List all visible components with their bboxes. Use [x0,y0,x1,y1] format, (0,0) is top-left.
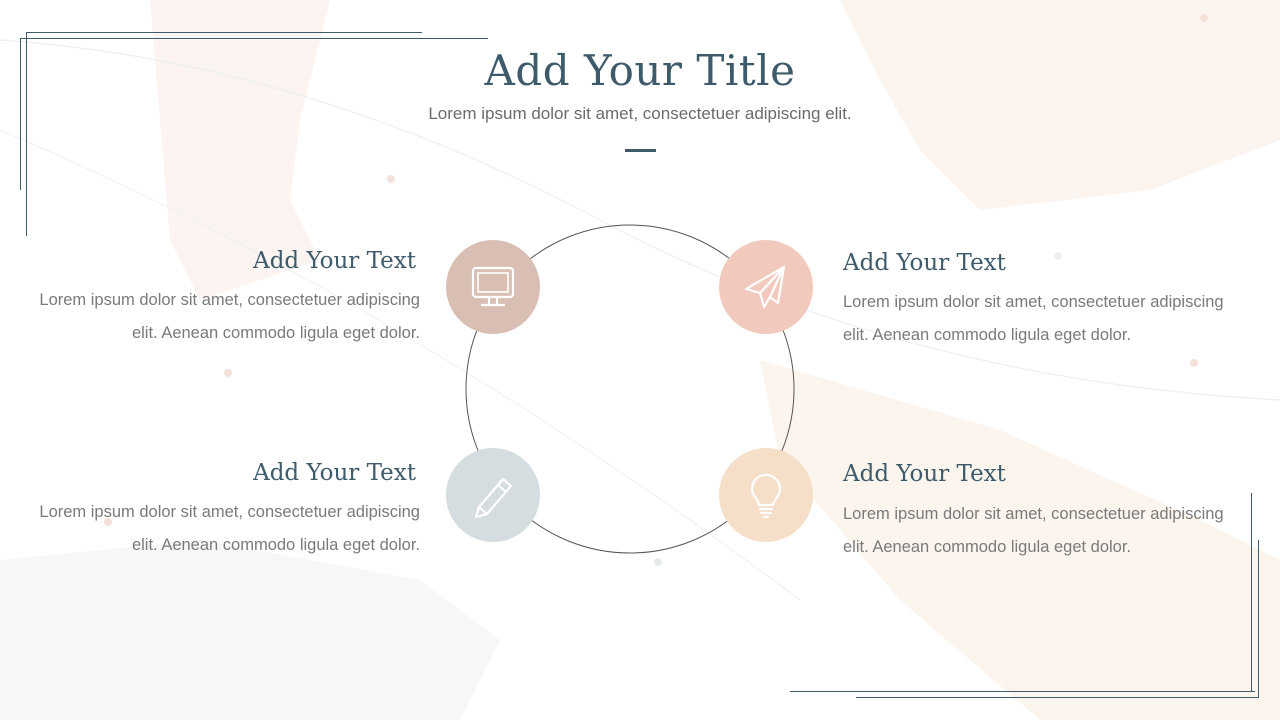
frame-line-top-left-inner [26,32,422,33]
item-body-bottom-right: Lorem ipsum dolor sit amet, consectetuer… [843,505,1224,556]
frame-line-top-left-outer [20,38,488,39]
lightbulb-icon [750,473,782,519]
frame-line-bottom-right-outer [790,691,1255,692]
frame-line-right-inner [1258,540,1259,698]
pencil-circle [446,448,540,542]
frame-line-left-outer [20,38,21,190]
paper-plane-icon [744,265,786,309]
item-body-top-left: Lorem ipsum dolor sit amet, consectetuer… [39,291,420,342]
item-body-bottom-left: Lorem ipsum dolor sit amet, consectetuer… [39,503,420,554]
item-title-bottom-right: Add Your Text [843,461,1006,487]
paper-plane-circle [719,240,813,334]
frame-line-left-inner [26,32,27,236]
item-title-top-left: Add Your Text [253,248,416,274]
title-underline [625,149,656,152]
monitor-icon [471,266,515,307]
pencil-icon [474,477,513,519]
frame-line-bottom-right-inner [856,697,1259,698]
frame-line-right-outer [1251,493,1252,692]
item-body-top-right: Lorem ipsum dolor sit amet, consectetuer… [843,293,1224,344]
item-title-bottom-left: Add Your Text [253,460,416,486]
page-title: Add Your Title [484,46,796,95]
page-subtitle: Lorem ipsum dolor sit amet, consectetuer… [428,104,852,123]
lightbulb-circle [719,448,813,542]
monitor-circle [446,240,540,334]
item-title-top-right: Add Your Text [843,250,1006,276]
